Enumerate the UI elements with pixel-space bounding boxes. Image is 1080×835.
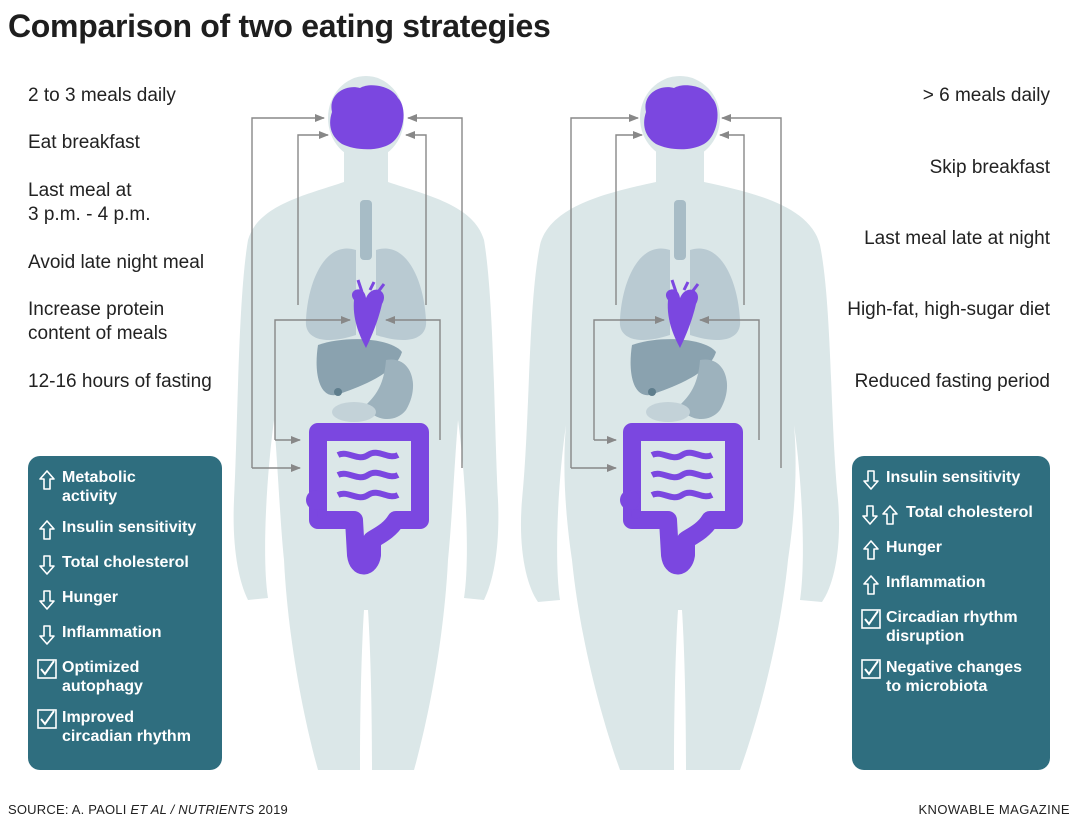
left-label-fasting: 12-16 hours of fasting bbox=[28, 371, 212, 392]
arrow-down-icon bbox=[34, 588, 60, 611]
arrow-down-icon bbox=[34, 623, 60, 646]
left-label-protein-line1: Increase protein bbox=[28, 299, 165, 320]
left-label-last-meal-line2: 3 p.m. - 4 p.m. bbox=[28, 204, 151, 225]
left-effect-text: Total cholesterol bbox=[62, 554, 189, 571]
right-effect-text: Total cholesterol bbox=[906, 504, 1033, 521]
arrow-up-icon bbox=[858, 538, 884, 561]
left-effect-text: Inflammation bbox=[62, 624, 162, 641]
right-effect-text: Insulin sensitivity bbox=[886, 469, 1021, 486]
left-label-breakfast: Eat breakfast bbox=[28, 132, 140, 153]
arrow-down-icon bbox=[34, 553, 60, 576]
arrow-up-icon bbox=[34, 518, 60, 541]
right-effect-cholesterol: Total cholesterol bbox=[858, 503, 1044, 526]
left-body-figure bbox=[233, 76, 499, 770]
brand-credit: KNOWABLE MAGAZINE bbox=[918, 802, 1070, 817]
arrow-down-icon bbox=[858, 468, 884, 491]
right-label-last-meal: Last meal late at night bbox=[864, 228, 1050, 249]
checkbox-icon bbox=[34, 708, 60, 729]
left-connector-arrows bbox=[251, 114, 463, 472]
checkbox-icon bbox=[34, 658, 60, 679]
left-effect-text: Insulin sensitivity bbox=[62, 519, 197, 536]
left-effect-inflammation: Inflammation bbox=[34, 623, 214, 646]
left-effect-insulin: Insulin sensitivity bbox=[34, 518, 214, 541]
checkbox-icon bbox=[858, 608, 884, 629]
left-effect-text: Hunger bbox=[62, 589, 118, 606]
right-body-figure bbox=[520, 76, 840, 770]
arrow-up-icon bbox=[858, 573, 884, 596]
source-credit: SOURCE: A. PAOLI ET AL / NUTRIENTS 2019 bbox=[8, 802, 288, 817]
right-effect-hunger: Hunger bbox=[858, 538, 1044, 561]
right-effect-text: Inflammation bbox=[886, 574, 986, 591]
left-label-late-night: Avoid late night meal bbox=[28, 252, 205, 273]
checkbox-icon bbox=[858, 658, 884, 679]
left-label-protein-line2: content of meals bbox=[28, 323, 168, 344]
right-label-meals: > 6 meals daily bbox=[922, 85, 1050, 106]
arrow-down-up-icon bbox=[858, 503, 904, 526]
right-label-breakfast: Skip breakfast bbox=[929, 157, 1050, 178]
right-connector-arrows bbox=[570, 114, 782, 472]
arrow-up-icon bbox=[34, 468, 60, 491]
left-effect-cholesterol: Total cholesterol bbox=[34, 553, 214, 576]
right-label-fasting: Reduced fasting period bbox=[854, 371, 1050, 392]
right-effect-insulin: Insulin sensitivity bbox=[858, 468, 1044, 491]
right-effect-inflammation: Inflammation bbox=[858, 573, 1044, 596]
page-title: Comparison of two eating strategies bbox=[8, 8, 551, 44]
right-label-diet: High-fat, high-sugar diet bbox=[847, 299, 1050, 320]
right-effects-panel: Insulin sensitivity Total cholesterol Hu… bbox=[852, 456, 1050, 770]
right-effect-text: Hunger bbox=[886, 539, 942, 556]
left-effect-hunger: Hunger bbox=[34, 588, 214, 611]
left-label-last-meal-line1: Last meal at bbox=[28, 180, 132, 201]
left-label-meals: 2 to 3 meals daily bbox=[28, 85, 176, 106]
